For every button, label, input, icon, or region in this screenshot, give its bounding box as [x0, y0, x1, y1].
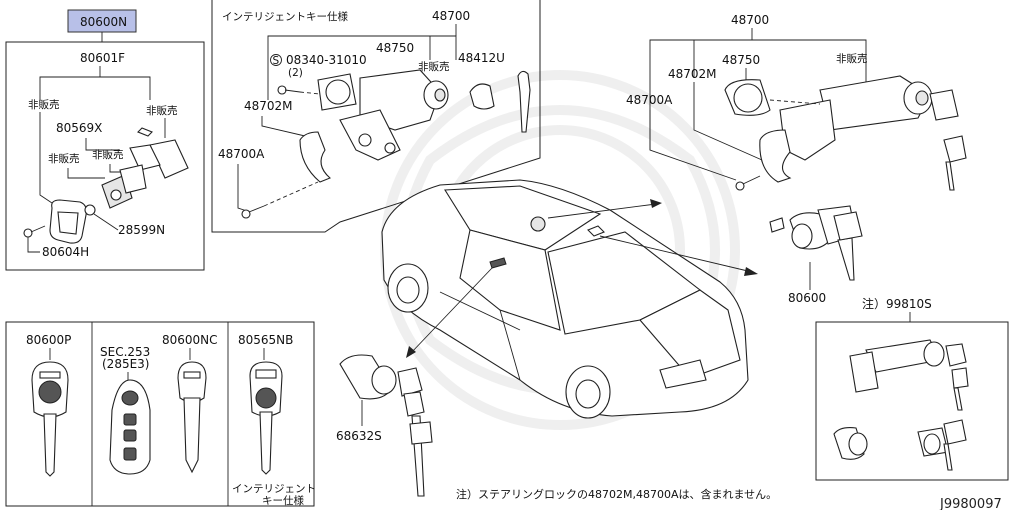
label-not-sold-3: 非販売 [48, 152, 80, 165]
label-48750-left[interactable]: 48750 [376, 41, 414, 55]
label-48702m-left[interactable]: 48702M [244, 99, 293, 113]
diagram-code: J9980097 [939, 497, 1002, 510]
keys-panel [5, 321, 315, 507]
label-48412u[interactable]: 48412U [458, 51, 505, 65]
key-80600p-shape [31, 361, 69, 477]
label-intelligent-line2: キー仕様 [262, 494, 304, 507]
label-intelligent-key-spec: インテリジェントキー仕様 [222, 10, 348, 23]
screw-08340-symbol: S [270, 54, 282, 67]
steering-lock-assembly-left [299, 69, 449, 183]
key-80600nc-shape [177, 361, 207, 474]
lock-set-door-shape [917, 419, 967, 471]
key-80565nb-shape [249, 361, 283, 475]
label-intelligent-line1: インテリジェント [232, 483, 316, 495]
insert-28599n-shape [84, 204, 96, 216]
footnote: 注）ステアリングロックの48702M,48700Aは、含まれません。 [456, 487, 777, 501]
label-screw-qty: (2) [288, 67, 303, 79]
header-part-number: 80600N [80, 15, 127, 29]
smart-key-sec253-shape [109, 379, 151, 475]
label-80600nc[interactable]: 80600NC [162, 333, 218, 347]
screw-48700a-left-shape [241, 205, 265, 219]
steering-lock-panel [211, 0, 541, 233]
label-80569x[interactable]: 80569X [56, 121, 102, 135]
vehicle-illustration [381, 179, 749, 419]
label-48700-left[interactable]: 48700 [432, 9, 470, 23]
label-08340-31010[interactable]: 08340-31010 [286, 53, 367, 67]
key-set-panel [5, 41, 205, 271]
lock-set-steering-shape [849, 339, 969, 411]
label-not-sold-4: 非販売 [92, 148, 124, 161]
label-48702m-right[interactable]: 48702M [668, 67, 717, 81]
hatch-cylinder-shape [339, 354, 433, 497]
label-48700a-right[interactable]: 48700A [626, 93, 673, 107]
steering-lock-assembly-right [724, 75, 967, 191]
key-module [101, 164, 147, 209]
door-cylinder-shape [769, 205, 863, 281]
label-99810s[interactable]: 注）99810S [862, 296, 932, 311]
label-48700a-left[interactable]: 48700A [218, 147, 265, 161]
blank-key-shape [517, 70, 531, 133]
label-28599n[interactable]: 28599N [118, 223, 165, 237]
label-80601f[interactable]: 80601F [80, 51, 125, 65]
lock-set-panel [815, 321, 1009, 481]
lock-set-cylinder-shape [833, 427, 868, 460]
label-not-sold-2: 非販売 [146, 104, 178, 117]
label-80565nb[interactable]: 80565NB [238, 333, 293, 347]
label-48750-right[interactable]: 48750 [722, 53, 760, 67]
label-80600-door[interactable]: 80600 [788, 291, 826, 305]
smart-key-fob [129, 127, 189, 179]
screw-08340-shape [277, 85, 301, 95]
label-not-sold-5: 非販売 [418, 60, 450, 73]
label-80604h[interactable]: 80604H [42, 245, 89, 259]
label-sec-285e3: (285E3) [102, 357, 149, 371]
cap-48412u-shape [469, 83, 495, 110]
label-80600p[interactable]: 80600P [26, 333, 71, 347]
label-sec-253[interactable]: SEC.253 [100, 345, 150, 359]
label-not-sold-1: 非販売 [28, 98, 60, 111]
label-68632s[interactable]: 68632S [336, 429, 382, 443]
callout-arrows [406, 199, 758, 358]
label-not-sold-6: 非販売 [836, 52, 868, 65]
header-part-tag[interactable]: 80600N [67, 9, 137, 33]
screw-80604h-shape [23, 225, 46, 238]
svg-text:S: S [273, 55, 280, 67]
screw-48700a-right-shape [735, 175, 761, 191]
label-48700-right[interactable]: 48700 [731, 13, 769, 27]
